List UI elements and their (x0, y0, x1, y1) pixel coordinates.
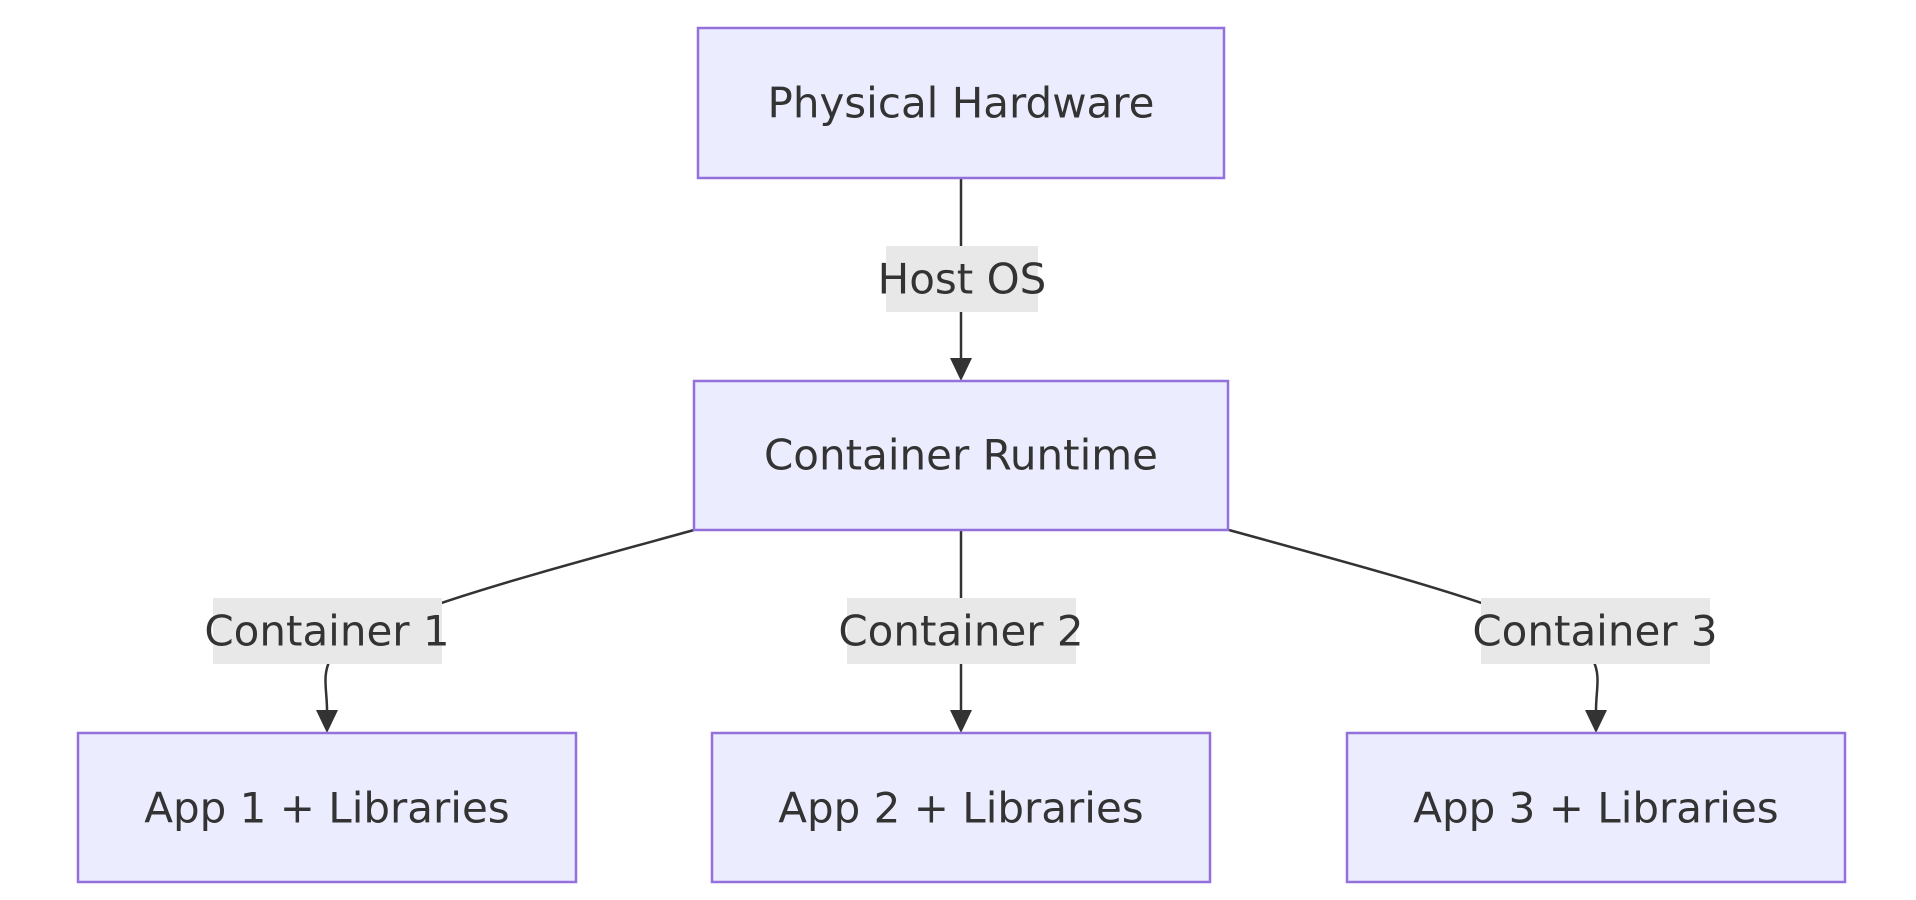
node-label: App 1 + Libraries (144, 784, 509, 833)
node-box (76, 731, 578, 884)
node-label: Container Runtime (764, 431, 1158, 480)
node-box (1345, 731, 1847, 884)
node-physical-hardware[interactable]: Physical Hardware (696, 26, 1226, 180)
edge-label-bg (847, 598, 1076, 664)
edge-label-host-os: Host OS (878, 246, 1047, 312)
node-container-runtime[interactable]: Container Runtime (692, 379, 1230, 532)
node-label: App 3 + Libraries (1413, 784, 1778, 833)
edge-label-container-1: Container 1 (204, 598, 450, 664)
arrowhead-container-3 (1585, 710, 1607, 733)
node-app-3[interactable]: App 3 + Libraries (1345, 731, 1847, 884)
arrowhead-host-os (950, 358, 972, 381)
node-app-2[interactable]: App 2 + Libraries (710, 731, 1212, 884)
node-app-1[interactable]: App 1 + Libraries (76, 731, 578, 884)
node-box (696, 26, 1226, 180)
node-box (710, 731, 1212, 884)
edge-label-text: Container 3 (1472, 607, 1717, 656)
node-label: App 2 + Libraries (778, 784, 1143, 833)
node-box (692, 379, 1230, 532)
edge-label-container-2: Container 2 (838, 598, 1084, 664)
nodes: Physical Hardware Container Runtime App … (76, 26, 1847, 884)
edge-label-text: Host OS (878, 255, 1047, 304)
edge-label-text: Container 2 (838, 607, 1083, 656)
node-label: Physical Hardware (768, 79, 1155, 128)
arrowhead-container-2 (950, 710, 972, 733)
edge-label-text: Container 1 (204, 607, 449, 656)
edge-label-bg (1481, 598, 1710, 664)
edge-label-bg (886, 246, 1038, 312)
arrowhead-container-1 (316, 710, 338, 733)
edge-label-container-3: Container 3 (1472, 598, 1718, 664)
edge-label-bg (213, 598, 442, 664)
edge-labels: Host OS Container 1 Container 2 Containe… (204, 246, 1718, 664)
